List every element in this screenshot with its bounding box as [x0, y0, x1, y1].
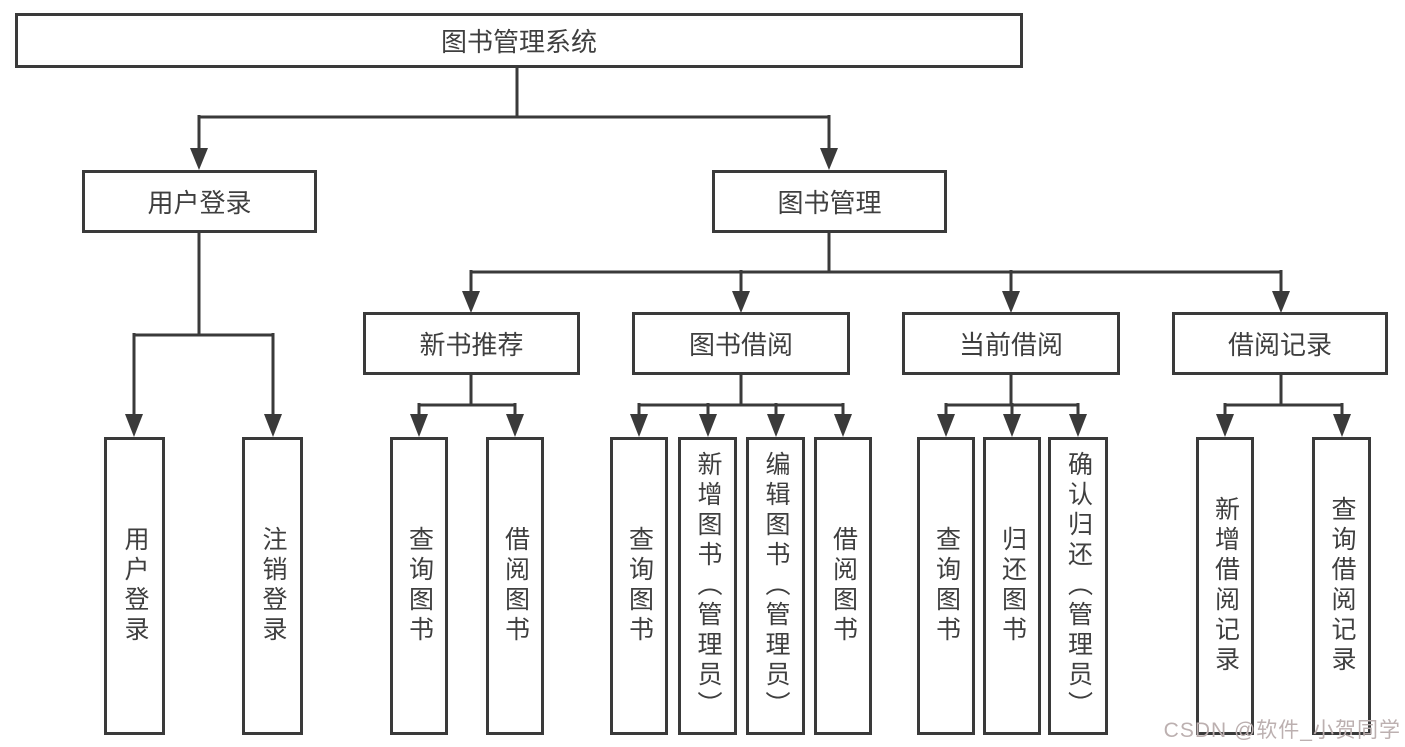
leaf-edit-books-admin: 编辑图书（管理员） — [746, 437, 805, 735]
arrow-down-icon — [1216, 414, 1234, 437]
watermark: CSDN @软件_小贺同学 — [1163, 719, 1401, 742]
arrow-down-icon — [1272, 291, 1290, 313]
arrow-down-icon — [1069, 414, 1087, 437]
leaf-query-borrow-record: 查询借阅记录 — [1312, 437, 1371, 735]
leaf-confirm-return-admin: 确认归还（管理员） — [1048, 437, 1108, 735]
arrow-down-icon — [1002, 291, 1020, 313]
leaf-logout: 注销登录 — [242, 437, 303, 735]
leaf-query-books-current: 查询图书 — [917, 437, 975, 735]
arrow-down-icon — [630, 414, 648, 437]
node-current-borrowing: 当前借阅 — [902, 312, 1120, 375]
node-library-system: 图书管理系统 — [15, 13, 1023, 68]
arrow-down-icon — [462, 291, 480, 313]
arrow-down-icon — [820, 148, 838, 170]
arrow-down-icon — [767, 414, 785, 437]
leaf-add-books-admin: 新增图书（管理员） — [678, 437, 737, 735]
arrow-down-icon — [834, 414, 852, 437]
arrow-down-icon — [732, 291, 750, 313]
node-book-borrowing: 图书借阅 — [632, 312, 850, 375]
arrow-down-icon — [264, 414, 282, 437]
arrow-down-icon — [410, 414, 428, 437]
arrow-down-icon — [1003, 414, 1021, 437]
leaf-return-books: 归还图书 — [983, 437, 1041, 735]
leaf-query-books-recommend: 查询图书 — [390, 437, 448, 735]
leaf-add-borrow-record: 新增借阅记录 — [1196, 437, 1254, 735]
arrow-down-icon — [190, 148, 208, 170]
arrow-down-icon — [125, 414, 143, 437]
arrow-down-icon — [506, 414, 524, 437]
leaf-borrow-books-recommend: 借阅图书 — [486, 437, 544, 735]
leaf-user-login: 用户登录 — [104, 437, 165, 735]
node-new-book-recommend: 新书推荐 — [363, 312, 580, 375]
node-borrowing-records: 借阅记录 — [1172, 312, 1388, 375]
arrow-down-icon — [1333, 414, 1351, 437]
arrow-down-icon — [937, 414, 955, 437]
leaf-borrow-books: 借阅图书 — [814, 437, 872, 735]
node-user-login: 用户登录 — [82, 170, 317, 233]
leaf-query-books-borrowing: 查询图书 — [610, 437, 668, 735]
node-book-management: 图书管理 — [712, 170, 947, 233]
arrow-down-icon — [699, 414, 717, 437]
